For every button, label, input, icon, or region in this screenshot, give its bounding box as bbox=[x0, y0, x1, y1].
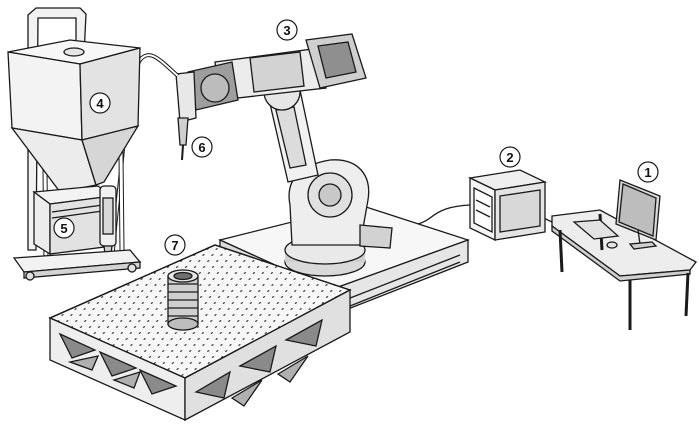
svg-text:3: 3 bbox=[283, 23, 290, 38]
svg-text:5: 5 bbox=[60, 221, 67, 236]
svg-text:4: 4 bbox=[96, 96, 104, 111]
callout-1: 1 bbox=[637, 161, 659, 183]
perforated-work-table bbox=[48, 244, 352, 422]
svg-text:2: 2 bbox=[506, 150, 513, 165]
svg-text:6: 6 bbox=[198, 140, 205, 155]
svg-text:1: 1 bbox=[644, 165, 651, 180]
svg-text:7: 7 bbox=[171, 238, 178, 253]
callout-3: 3 bbox=[276, 19, 298, 41]
callout-6: 6 bbox=[191, 136, 213, 158]
material-hopper-and-feeder bbox=[7, 7, 142, 281]
callout-5: 5 bbox=[53, 217, 75, 239]
industrial-robot-arm bbox=[110, 33, 393, 277]
callout-4: 4 bbox=[89, 92, 111, 114]
callout-2: 2 bbox=[499, 146, 521, 168]
computer-workstation bbox=[504, 179, 697, 330]
callout-7: 7 bbox=[164, 234, 186, 256]
